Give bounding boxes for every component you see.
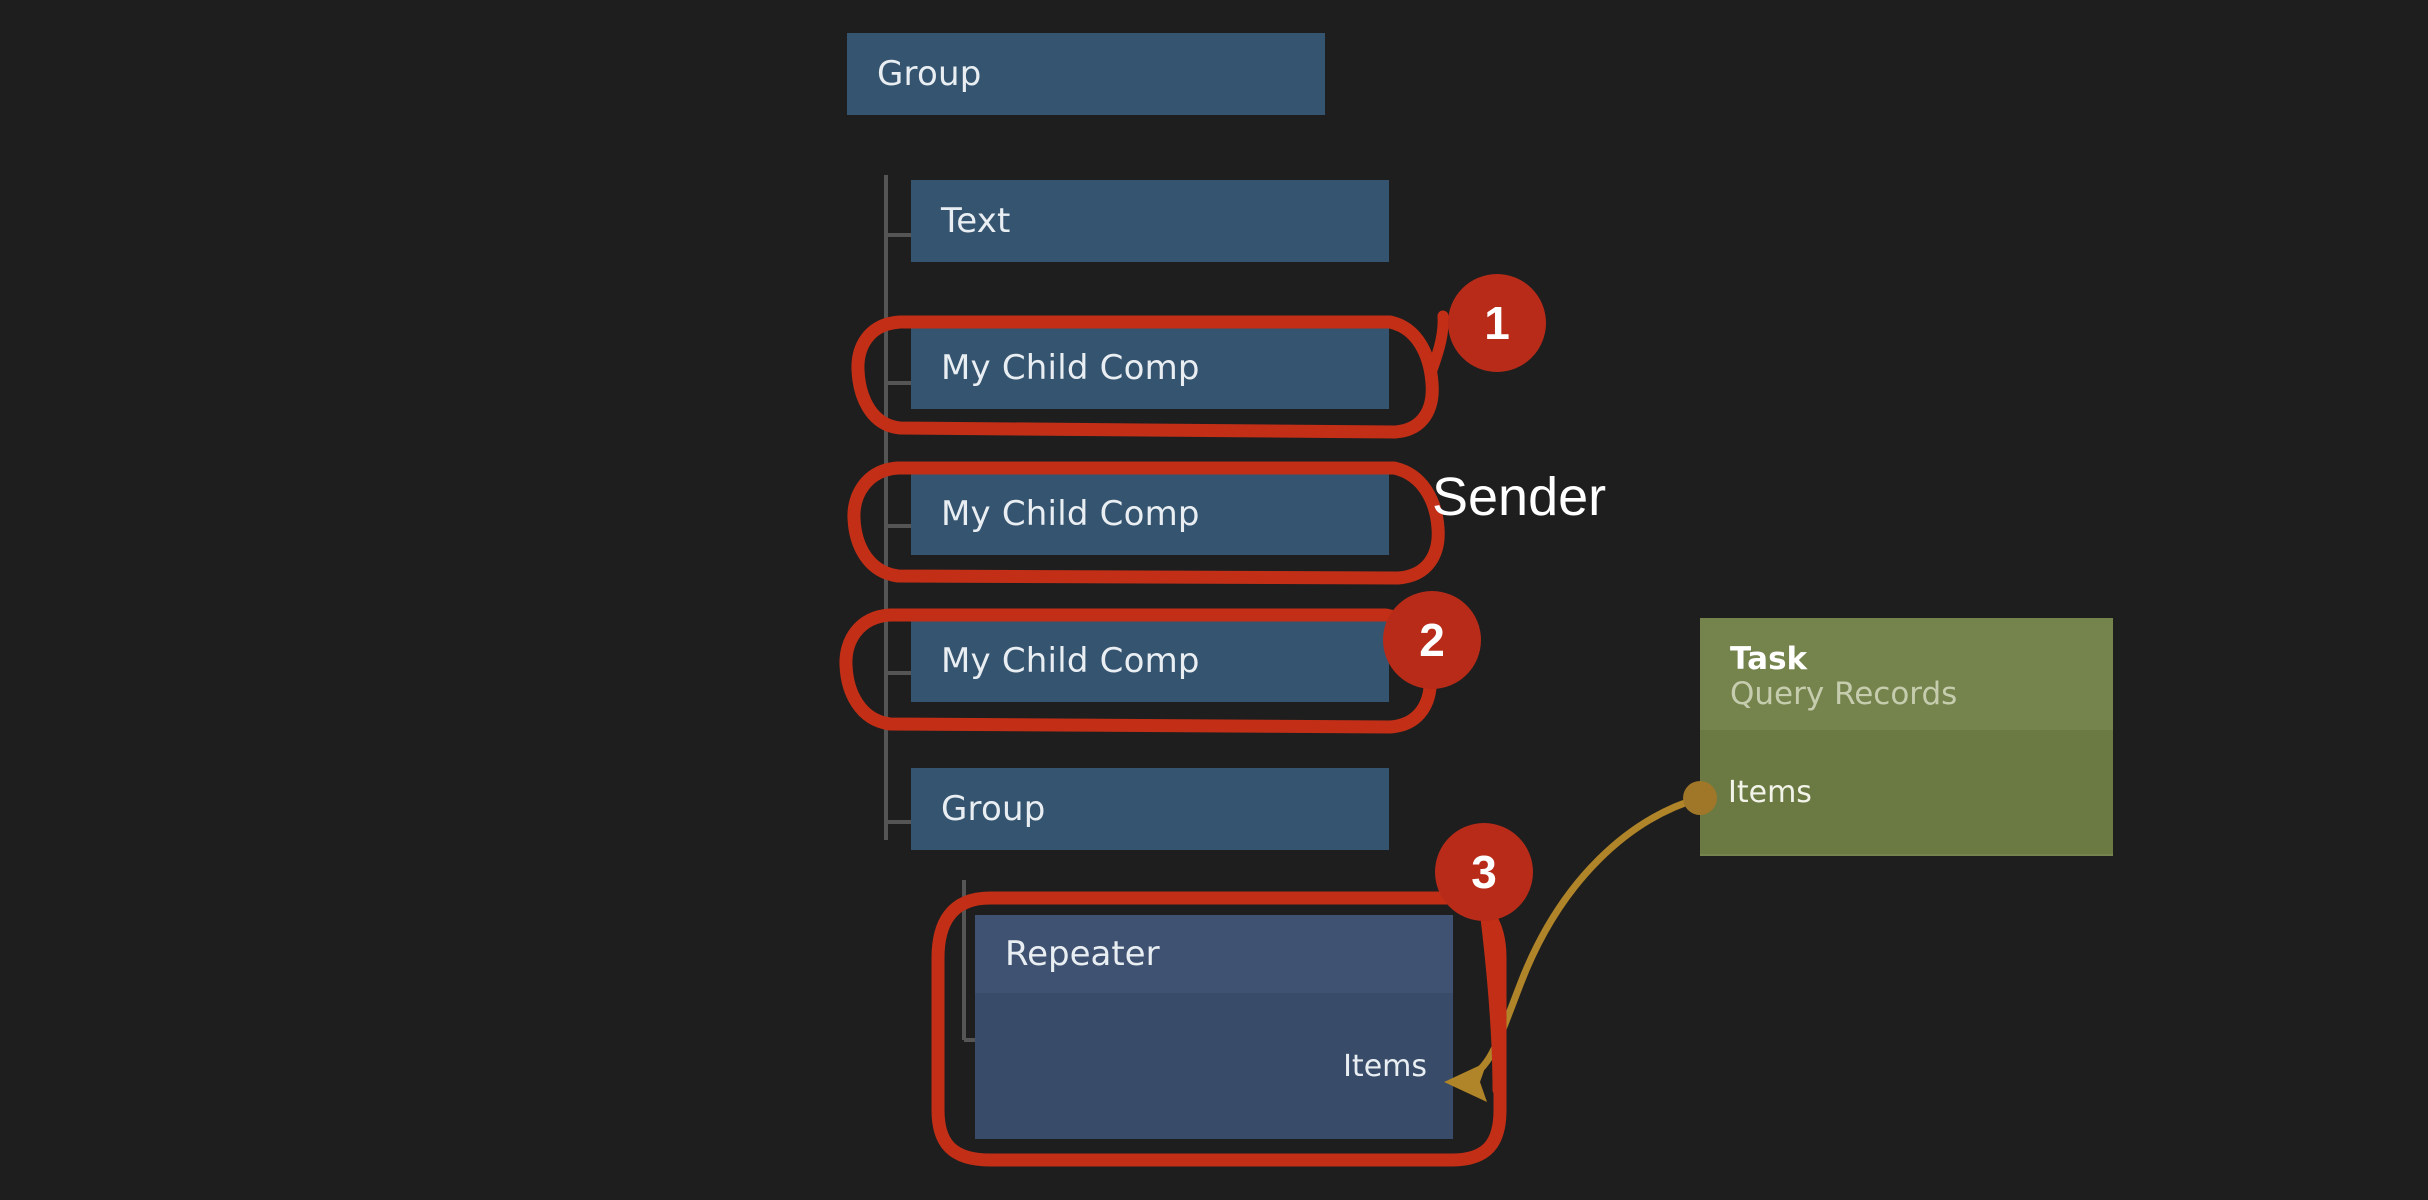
task-items-port-label: Items	[1728, 774, 1812, 810]
badge-number: 3	[1471, 846, 1497, 898]
task-items-port-row[interactable]: Items	[1700, 730, 2113, 856]
sender-caption: Sender	[1432, 466, 1606, 528]
annotation-badge-2: 2	[1383, 591, 1481, 689]
sender-caption-label: Sender	[1432, 467, 1607, 527]
tree-node-my-child-comp-2[interactable]: My Child Comp	[911, 473, 1389, 555]
tree-node-my-child-comp-3[interactable]: My Child Comp	[911, 620, 1389, 702]
badge-leader-3	[1480, 912, 1504, 1096]
repeater-items-port-row[interactable]: Items	[975, 993, 1453, 1139]
repeater-node[interactable]: Repeater Items	[975, 915, 1453, 1139]
badge-number: 2	[1419, 614, 1445, 666]
tree-node-label: Group	[877, 54, 982, 94]
badge-leader-1	[1426, 310, 1449, 376]
tree-node-label: My Child Comp	[941, 348, 1200, 388]
task-subtitle: Query Records	[1730, 676, 1958, 712]
annotation-badge-1: 1	[1448, 274, 1546, 372]
tree-node-my-child-comp-1[interactable]: My Child Comp	[911, 327, 1389, 409]
repeater-header: Repeater	[975, 915, 1453, 993]
task-node[interactable]: Task Query Records Items	[1700, 618, 2113, 856]
tree-node-group-inner[interactable]: Group	[911, 768, 1389, 850]
annotation-badge-3: 3	[1435, 823, 1533, 921]
tree-node-text[interactable]: Text	[911, 180, 1389, 262]
tree-node-label: Group	[941, 789, 1046, 829]
repeater-title: Repeater	[1005, 934, 1160, 974]
tree-node-label: My Child Comp	[941, 641, 1200, 681]
tree-node-group-root[interactable]: Group	[847, 33, 1325, 115]
task-title: Task	[1730, 641, 1808, 678]
badge-number: 1	[1484, 297, 1510, 349]
repeater-items-port-label: Items	[1343, 1048, 1427, 1084]
task-header: Task Query Records	[1700, 618, 2113, 730]
tree-node-label: Text	[941, 201, 1011, 241]
tree-node-label: My Child Comp	[941, 494, 1200, 534]
